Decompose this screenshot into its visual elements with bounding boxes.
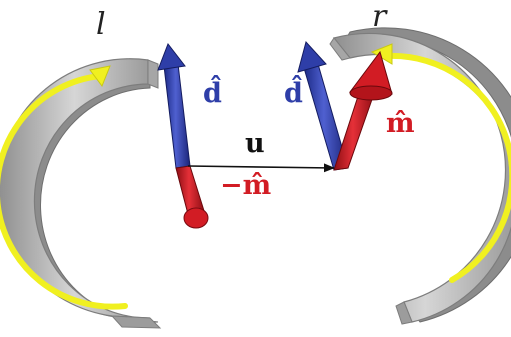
u-label: u xyxy=(245,128,265,159)
right-m-label: m̂ xyxy=(386,108,415,139)
right-frame-label: r xyxy=(372,0,388,34)
u-vector-arrow xyxy=(187,163,336,173)
right-red-m-arrow xyxy=(333,50,393,171)
left-frame-label: l xyxy=(96,7,106,42)
left-ring-arrowhead xyxy=(89,65,111,88)
right-ring-yellow-arrow xyxy=(385,52,511,283)
left-d-label: d̂ xyxy=(203,75,222,109)
left-ring-yellow-arrow xyxy=(0,73,128,310)
right-d-label: d̂ xyxy=(284,75,303,109)
left-red-minus-m-arrow xyxy=(175,165,209,229)
left-ring xyxy=(0,58,162,329)
left-blue-d-arrow xyxy=(157,42,191,169)
right-ring xyxy=(329,27,511,325)
left-minus-m-label: −m̂ xyxy=(220,170,271,201)
